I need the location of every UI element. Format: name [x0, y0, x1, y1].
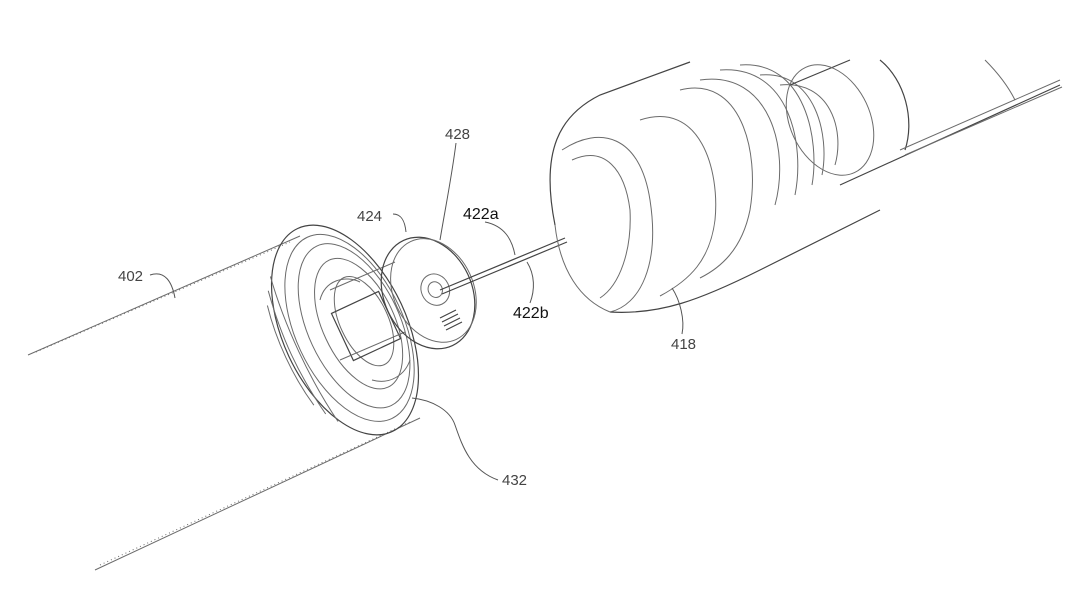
right-connector-housing: [549, 61, 881, 313]
disc-424: [380, 236, 477, 350]
rear-tube: [785, 59, 1063, 186]
label-428: 428: [445, 126, 470, 143]
left-end-cap: [266, 224, 420, 436]
label-422b: 422b: [513, 305, 549, 322]
left-housing-cylinder: [27, 235, 421, 571]
spring-element: [439, 309, 463, 331]
label-432: 432: [502, 472, 527, 489]
label-424: 424: [357, 208, 382, 225]
label-422a: 422a: [463, 206, 499, 223]
label-418: 418: [671, 336, 696, 353]
leader-lines: [149, 142, 684, 481]
fiber-422: [439, 237, 568, 295]
label-402: 402: [118, 268, 143, 285]
